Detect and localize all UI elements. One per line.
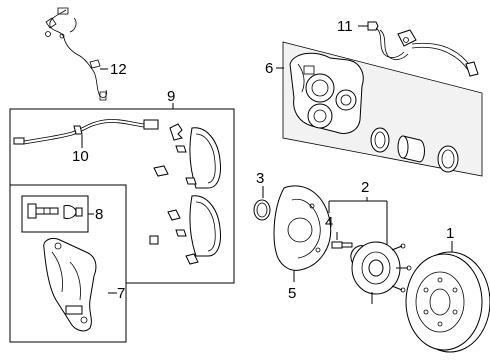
callout-9: 9 — [167, 88, 175, 105]
callout-10: 10 — [72, 148, 89, 165]
callout-8: 8 — [95, 206, 103, 223]
brake-rotor-part-1 — [405, 241, 490, 353]
callout-1: 1 — [446, 225, 454, 242]
callout-11: 11 — [337, 18, 353, 35]
brake-hose-part-11 — [358, 21, 479, 77]
caliper-housing-panel-6 — [282, 41, 483, 177]
hub-bearing-part-2 — [328, 197, 412, 304]
callout-7: 7 — [117, 285, 125, 302]
callout-4: 4 — [325, 214, 333, 231]
o-ring-part-3 — [253, 186, 271, 221]
callout-2: 2 — [361, 179, 369, 196]
wear-sensor-part-10 — [13, 119, 159, 148]
stud-part-4 — [331, 232, 353, 249]
abs-harness-part-12 — [45, 7, 108, 101]
callout-6: 6 — [265, 60, 273, 77]
bolt-boot-box-8 — [21, 195, 94, 233]
callout-5: 5 — [288, 285, 296, 302]
callout-12: 12 — [110, 61, 127, 78]
callout-3: 3 — [256, 170, 264, 187]
caliper-bracket-box-7 — [9, 184, 127, 343]
splash-shield-part-5 — [273, 185, 332, 282]
brake-pads-set — [149, 123, 221, 265]
